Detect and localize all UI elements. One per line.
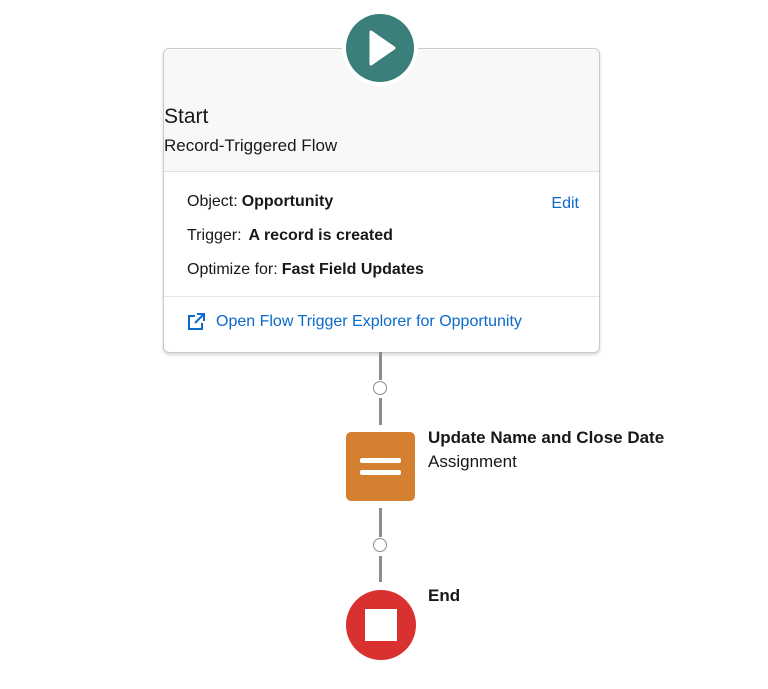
assignment-element[interactable] — [346, 432, 415, 501]
start-title: Start — [164, 105, 209, 128]
object-label: Object: — [187, 193, 238, 210]
equals-icon — [360, 458, 401, 463]
trigger-label: Trigger: — [187, 227, 242, 244]
connector-line — [379, 398, 382, 425]
assignment-title: Update Name and Close Date — [428, 428, 665, 447]
equals-icon-bar — [360, 470, 401, 475]
flow-trigger-explorer-link[interactable]: Open Flow Trigger Explorer for Opportuni… — [186, 312, 522, 332]
optimize-row: Optimize for:Fast Field Updates — [187, 261, 424, 279]
edit-button[interactable]: Edit — [551, 195, 579, 212]
end-element — [346, 590, 416, 660]
assignment-type: Assignment — [428, 452, 517, 471]
stop-icon — [365, 609, 397, 641]
object-value: Opportunity — [241, 193, 334, 210]
connector-line — [379, 352, 382, 380]
optimize-value: Fast Field Updates — [281, 261, 424, 278]
connector-line — [379, 556, 382, 582]
add-element-node[interactable] — [373, 381, 387, 395]
start-subtitle: Record-Triggered Flow — [164, 136, 338, 155]
trigger-row: Trigger: A record is created — [187, 227, 393, 245]
play-icon — [346, 14, 414, 82]
flow-trigger-explorer-label: Open Flow Trigger Explorer for Opportuni… — [216, 313, 522, 330]
external-link-icon — [188, 313, 205, 330]
object-row: Object:Opportunity — [187, 193, 333, 211]
start-element-card[interactable]: Start Record-Triggered Flow Object:Oppor… — [163, 48, 600, 353]
end-title: End — [428, 586, 461, 605]
trigger-value: A record is created — [248, 227, 393, 244]
add-element-node[interactable] — [373, 538, 387, 552]
optimize-label: Optimize for: — [187, 261, 278, 278]
divider — [164, 296, 599, 297]
connector-line — [379, 508, 382, 537]
start-icon-badge — [342, 10, 418, 86]
